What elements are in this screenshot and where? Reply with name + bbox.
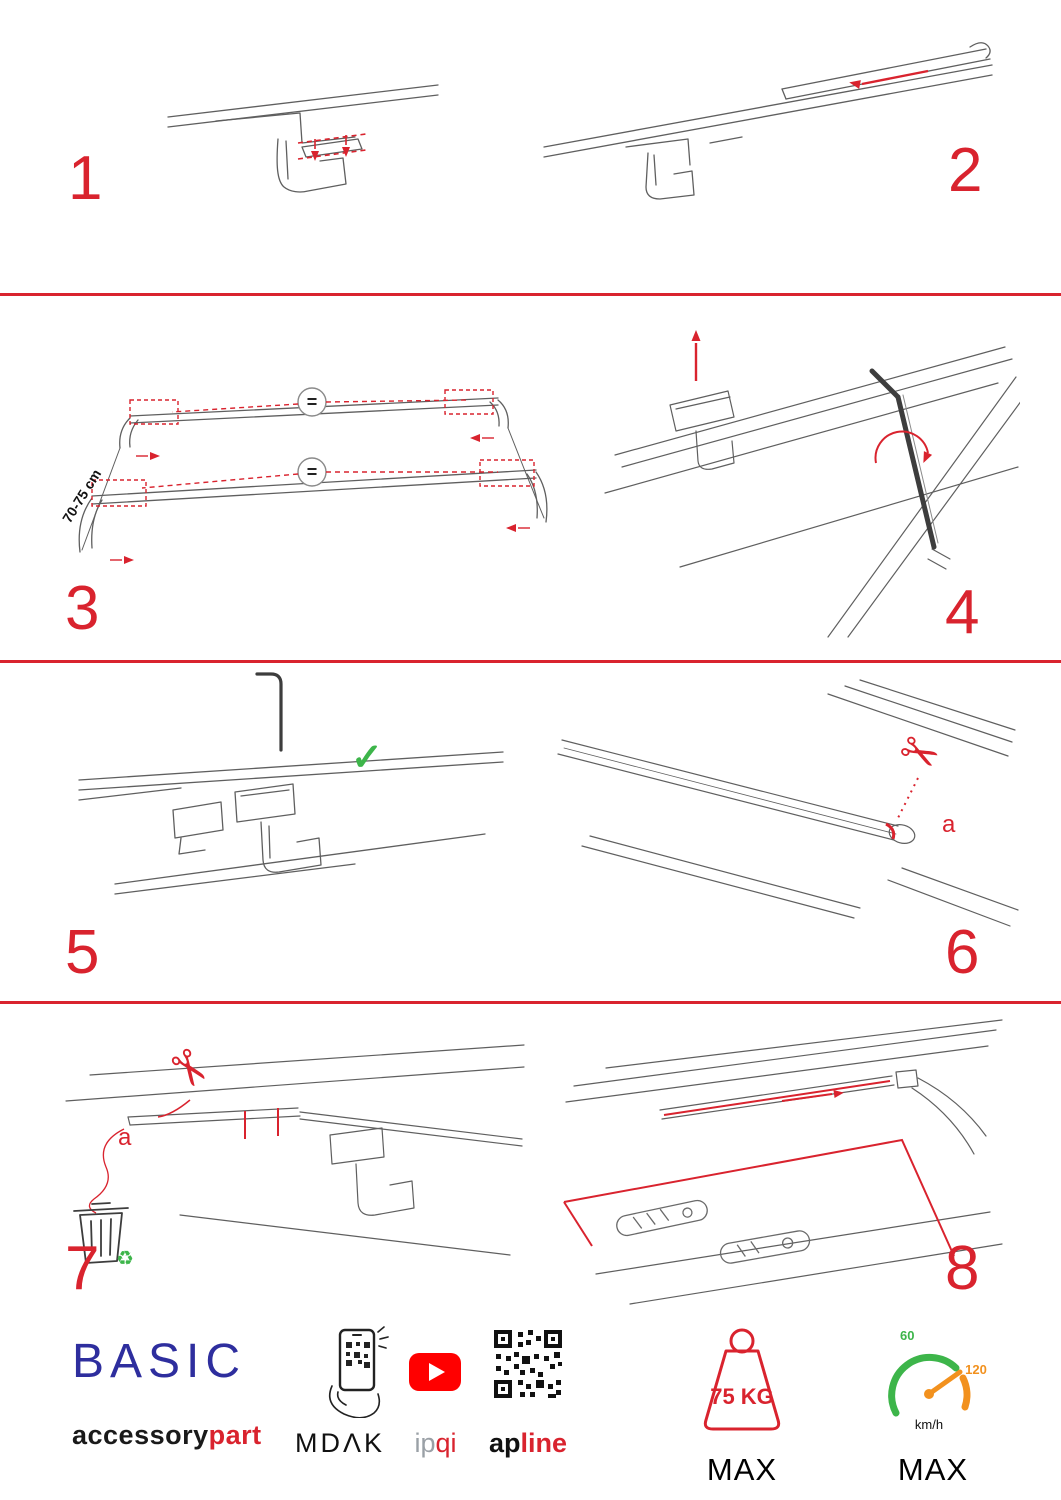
section-divider-1: [0, 293, 1061, 296]
step-1-illustration: [167, 84, 439, 193]
strip-label-a: a: [118, 1124, 132, 1151]
trash-icon: [73, 1202, 129, 1264]
adjust-arrows: [124, 434, 516, 564]
partner-apline-red: line: [520, 1428, 568, 1458]
youtube-icon: [409, 1353, 461, 1391]
cut-marks: [88, 1099, 279, 1214]
brand-block: BASIC accessorypart: [72, 1338, 262, 1451]
qr-code-icon: [492, 1328, 564, 1400]
rubber-strip-end: [885, 822, 896, 840]
brand-subtitle: accessorypart: [72, 1420, 262, 1451]
locking-pin: [255, 672, 283, 752]
slide-arrow: [849, 69, 929, 89]
flush-bracket-2: [719, 1230, 811, 1264]
check-icon: ✓: [351, 737, 383, 779]
step-6-number: 6: [945, 918, 981, 987]
partner-mdak-label: MDΛK: [294, 1428, 386, 1458]
partner-apline-label: apline: [478, 1428, 578, 1459]
partner-ipqi-gray: ip: [414, 1428, 436, 1458]
phone-qr-pixels: [346, 1334, 370, 1368]
partner-ipqi-label: ipqi: [398, 1428, 473, 1459]
step-4-illustration: [604, 330, 1020, 638]
section-divider-3: [0, 1001, 1061, 1004]
cut-guide: [897, 777, 919, 819]
speed-unit-label: km/h: [915, 1417, 943, 1432]
brand-subtitle-red: part: [208, 1420, 262, 1450]
brand-title: BASIC: [72, 1335, 247, 1388]
step-1-number: 1: [68, 144, 104, 213]
weight-max-label: MAX: [706, 1452, 778, 1487]
step-7-number: 7: [65, 1234, 101, 1303]
strip-label-a: a: [942, 811, 956, 838]
equals-badge: =: [307, 392, 318, 412]
speed-low-label: 60: [900, 1328, 914, 1343]
step-7-illustration: ✂ a ♻: [65, 1038, 525, 1270]
brand-subtitle-black: accessory: [72, 1420, 209, 1450]
step-8-number: 8: [945, 1234, 981, 1303]
step-3-number: 3: [65, 574, 101, 643]
recycle-icon: ♻: [116, 1248, 134, 1270]
rotate-arrow: [874, 430, 933, 464]
step-2-number: 2: [948, 136, 984, 205]
section-divider-2: [0, 660, 1061, 663]
step-5-illustration: ✓: [78, 672, 504, 895]
rail-arrow: [781, 1090, 844, 1102]
scissors-icon: ✂: [890, 721, 948, 785]
speedometer-icon: 60 120 km/h: [888, 1328, 987, 1432]
weight-icon: 75 KG: [703, 1328, 781, 1431]
speedometer-needle: [924, 1369, 963, 1399]
equals-badge: =: [307, 462, 318, 482]
partner-ipqi-red: qi: [435, 1428, 457, 1458]
speed-high-label: 120: [965, 1362, 987, 1377]
step-4-number: 4: [945, 578, 981, 647]
equal-spacing-badges: = =: [297, 387, 327, 487]
insert-guides: [297, 133, 367, 160]
step-3-illustration: = = 70-75 cm: [59, 387, 548, 564]
rail-strip: [663, 1080, 891, 1116]
step-2-illustration: [543, 42, 993, 200]
phone-scan-icon: [328, 1326, 389, 1418]
weight-value: 75 KG: [710, 1384, 774, 1409]
scissors-icon: ✂: [154, 1038, 220, 1101]
partner-apline-black: ap: [488, 1428, 521, 1458]
flush-bracket-1: [616, 1199, 708, 1237]
insert-arrows: [311, 147, 350, 161]
zone-outline: [563, 1138, 955, 1257]
step-6-illustration: ✂ a: [557, 679, 1019, 927]
measurement-guides: [91, 389, 535, 561]
lift-arrow: [691, 330, 701, 381]
speed-max-label: MAX: [897, 1452, 969, 1487]
step-5-number: 5: [65, 918, 101, 987]
allen-key: [869, 368, 939, 550]
step-8-illustration: [563, 1019, 1003, 1305]
